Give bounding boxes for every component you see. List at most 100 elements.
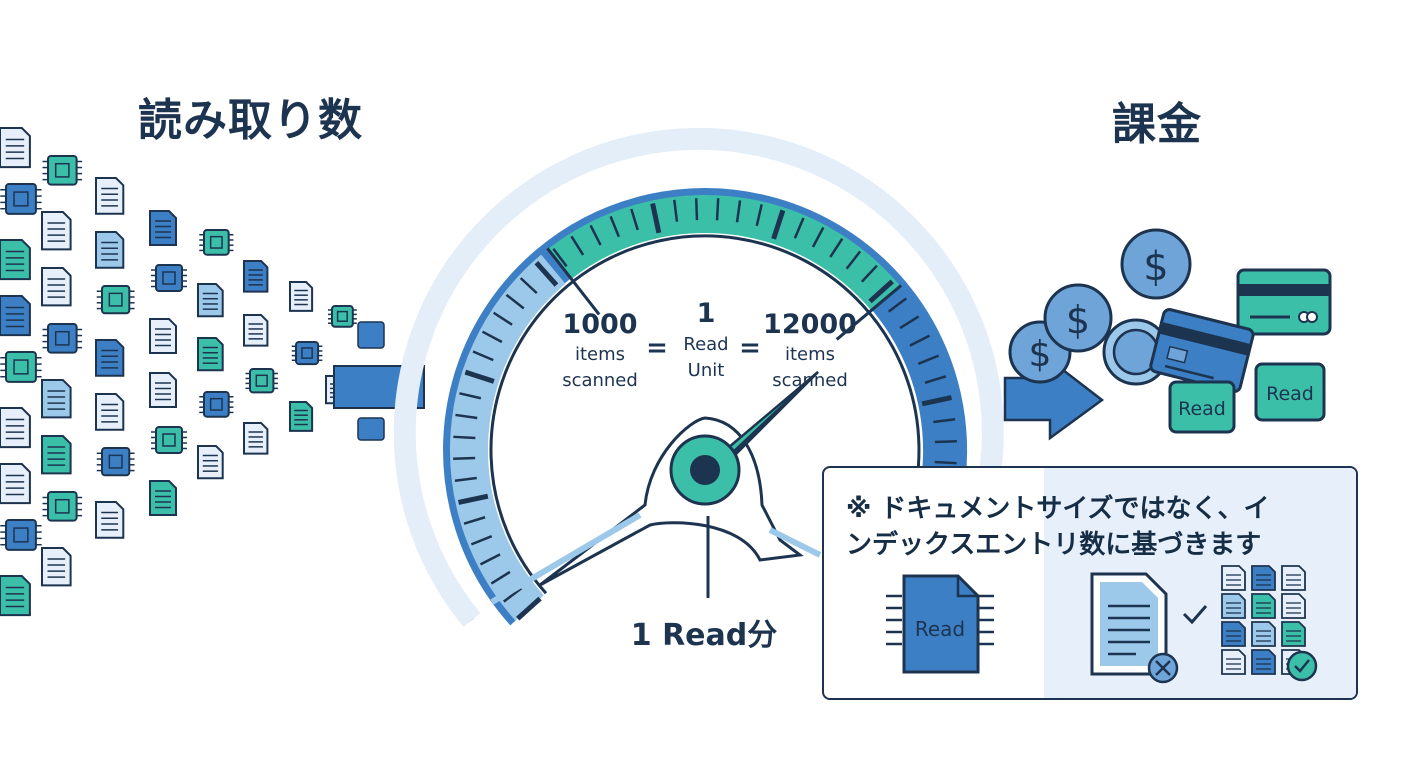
gauge-tick bbox=[899, 315, 920, 330]
gauge-tick bbox=[924, 375, 947, 384]
chip-icon bbox=[96, 447, 135, 477]
document-icon bbox=[149, 372, 177, 408]
index-entry-icon bbox=[1251, 649, 1276, 675]
gauge-tick bbox=[845, 250, 862, 270]
index-entry-icon bbox=[1221, 621, 1246, 647]
read-badge-1-label: Read bbox=[1178, 398, 1226, 420]
gauge-tick bbox=[589, 224, 602, 246]
gauge-tick bbox=[694, 198, 699, 221]
chip-icon bbox=[0, 519, 42, 551]
credit-card-1 bbox=[1236, 268, 1332, 336]
gauge-tick bbox=[755, 204, 763, 227]
chip-icon bbox=[96, 285, 135, 315]
index-entry-icon bbox=[1251, 565, 1276, 591]
gauge-tick bbox=[490, 570, 511, 585]
document-icon bbox=[0, 575, 31, 617]
gauge-tick bbox=[453, 435, 476, 440]
index-entry-icon bbox=[1251, 621, 1276, 647]
document-icon bbox=[149, 480, 177, 516]
gauge-tick bbox=[552, 247, 568, 268]
coin-2: $ bbox=[1043, 283, 1113, 353]
chip-icon bbox=[151, 426, 187, 454]
document-icon bbox=[0, 295, 31, 337]
chip-icon bbox=[42, 155, 83, 186]
coin-2-symbol: $ bbox=[1066, 298, 1090, 342]
document-icon bbox=[41, 435, 72, 475]
chip-icon bbox=[199, 391, 234, 418]
right-title: 課金 bbox=[1112, 99, 1202, 150]
index-entry-icon bbox=[1281, 565, 1306, 591]
chip-icon bbox=[151, 264, 187, 292]
left-title: 読み取り数 bbox=[138, 95, 363, 146]
gauge-tick bbox=[909, 334, 931, 347]
read-badge-2: Read bbox=[1254, 362, 1326, 422]
bottom-label: 1 Read分 bbox=[631, 618, 777, 653]
gauge-tick bbox=[934, 439, 957, 444]
billing-items: $ $ $ bbox=[1008, 228, 1332, 434]
document-icon bbox=[0, 463, 31, 505]
chip-icon bbox=[328, 305, 357, 328]
document-icon bbox=[95, 339, 125, 377]
document-icon bbox=[149, 318, 177, 354]
success-icon bbox=[1286, 650, 1318, 682]
note-line-2: ンデックスエントリ数に基づきます bbox=[846, 530, 1262, 560]
chip-icon bbox=[245, 368, 278, 394]
check-icon bbox=[1182, 605, 1208, 625]
gauge-tick bbox=[771, 209, 786, 240]
gauge-tick bbox=[887, 297, 908, 313]
credit-card-2 bbox=[1149, 308, 1255, 393]
gauge-tick bbox=[673, 199, 679, 222]
gauge-tick bbox=[868, 279, 894, 304]
coin-1: $ bbox=[1120, 228, 1192, 300]
gauge-tick bbox=[934, 460, 957, 465]
document-icon bbox=[197, 283, 224, 318]
document-icon bbox=[95, 393, 125, 431]
coin-1-symbol: $ bbox=[1143, 244, 1168, 290]
gauge-tick bbox=[457, 493, 489, 505]
document-icon bbox=[41, 547, 72, 587]
gauge-tick bbox=[630, 208, 639, 231]
center-unit-2: Unit bbox=[688, 360, 725, 381]
read-badge-1: Read bbox=[1168, 380, 1236, 434]
gauge-tick bbox=[481, 330, 503, 344]
right-value: 12000 bbox=[763, 309, 857, 340]
index-entry-icon bbox=[1281, 621, 1306, 647]
document-icon bbox=[41, 211, 72, 251]
index-entry-icon bbox=[1251, 593, 1276, 619]
document-icon bbox=[95, 231, 125, 269]
read-badge-2-label: Read bbox=[1266, 383, 1314, 405]
gauge-tick bbox=[534, 261, 559, 287]
gauge-tick bbox=[715, 198, 720, 221]
chip-icon bbox=[42, 323, 83, 354]
gauge-tick bbox=[735, 200, 742, 223]
note-line-1: ※ ドキュメントサイズではなく、イ bbox=[846, 494, 1270, 524]
index-entry-icon bbox=[1221, 649, 1246, 675]
note-panel: ※ ドキュメントサイズではなく、イ ンデックスエントリ数に基づきます Read bbox=[822, 466, 1358, 700]
equals-right: = bbox=[739, 333, 761, 363]
equals-left: = bbox=[646, 333, 668, 363]
document-icon bbox=[95, 177, 125, 215]
document-icon bbox=[1090, 572, 1168, 676]
gauge-tick bbox=[505, 293, 525, 310]
gauge-tick bbox=[793, 217, 805, 239]
index-entry-grid bbox=[1221, 565, 1306, 675]
document-icon bbox=[197, 337, 224, 372]
gauge-zone-divider bbox=[835, 284, 903, 341]
gauge-tick bbox=[917, 354, 940, 365]
index-entry-icon bbox=[1281, 593, 1306, 619]
gauge-tick bbox=[479, 553, 501, 566]
center-value: 1 bbox=[697, 298, 716, 329]
read-unit-gauge bbox=[393, 127, 1004, 627]
gauge-tick bbox=[459, 392, 482, 400]
left-unit-2: scanned bbox=[562, 370, 638, 391]
gauge-tick bbox=[455, 413, 478, 420]
gauge-tick bbox=[492, 311, 513, 326]
read-chip-label: Read bbox=[915, 617, 965, 641]
gauge-tick bbox=[464, 369, 495, 384]
gauge-tick bbox=[454, 476, 477, 482]
index-entry-icon bbox=[1221, 565, 1246, 591]
read-chip-icon: Read bbox=[886, 574, 994, 674]
gauge-tick bbox=[470, 535, 493, 546]
gauge-tick bbox=[570, 235, 585, 256]
